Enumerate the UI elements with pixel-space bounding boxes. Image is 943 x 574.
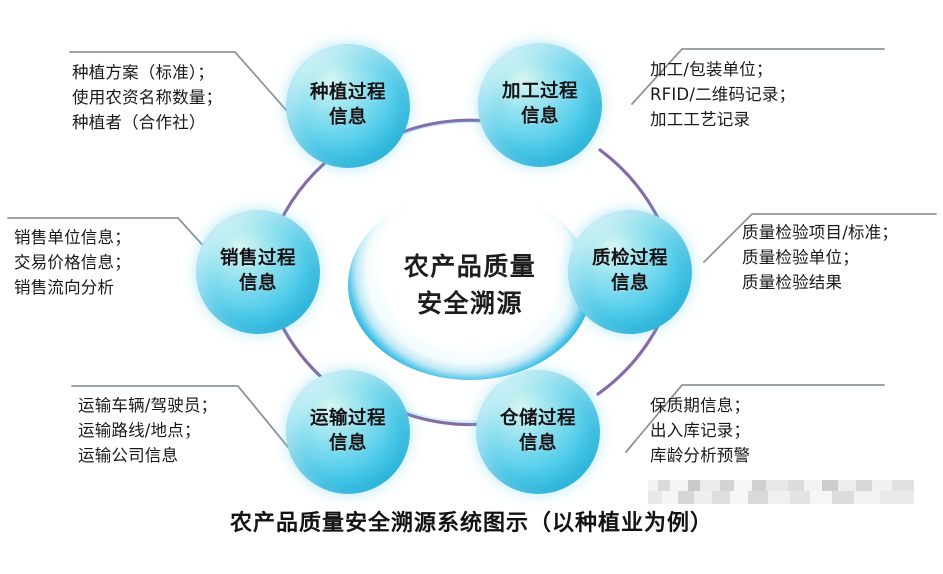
node-label-transport: 运输过程 信息 xyxy=(309,408,386,454)
note-storage: 保质期信息； 出入库记录； 库龄分析预警 xyxy=(650,396,751,466)
note-sales: 销售单位信息； 交易价格信息； 销售流向分析 xyxy=(14,228,131,298)
node-bubble-process[interactable]: 加工过程 信息 xyxy=(478,43,602,167)
note-planting: 种植方案（标准）； 使用农资名称数量； 种植者（合作社） xyxy=(72,63,223,133)
node-label-storage: 仓储过程 信息 xyxy=(499,408,576,454)
diagram-caption: 农产品质量安全溯源系统图示（以种植业为例） xyxy=(229,511,713,536)
node-bubble-storage[interactable]: 仓储过程 信息 xyxy=(476,370,600,494)
node-bubble-planting[interactable]: 种植过程 信息 xyxy=(286,44,410,168)
mosaic-censor-patch xyxy=(648,480,914,504)
center-emblem: 农产品质量 安全溯源 xyxy=(348,190,592,380)
node-bubble-sales[interactable]: 销售过程 信息 xyxy=(196,210,320,334)
node-bubble-quality[interactable]: 质检过程 信息 xyxy=(568,210,692,334)
node-bubble-transport[interactable]: 运输过程 信息 xyxy=(286,370,410,494)
node-label-planting: 种植过程 信息 xyxy=(309,82,386,128)
node-label-quality: 质检过程 信息 xyxy=(591,248,668,294)
note-quality: 质量检验项目/标准； 质量检验单位； 质量检验结果 xyxy=(742,223,899,293)
note-process: 加工/包装单位； RFID/二维码记录； 加工工艺记录 xyxy=(650,60,796,130)
center-emblem-line2: 安全溯源 xyxy=(416,289,523,318)
center-emblem-line1: 农产品质量 xyxy=(403,252,537,281)
note-transport: 运输车辆/驾驶员； 运输路线/地点； 运输公司信息 xyxy=(78,396,218,466)
node-label-process: 加工过程 信息 xyxy=(501,81,578,127)
node-label-sales: 销售过程 信息 xyxy=(219,248,296,294)
